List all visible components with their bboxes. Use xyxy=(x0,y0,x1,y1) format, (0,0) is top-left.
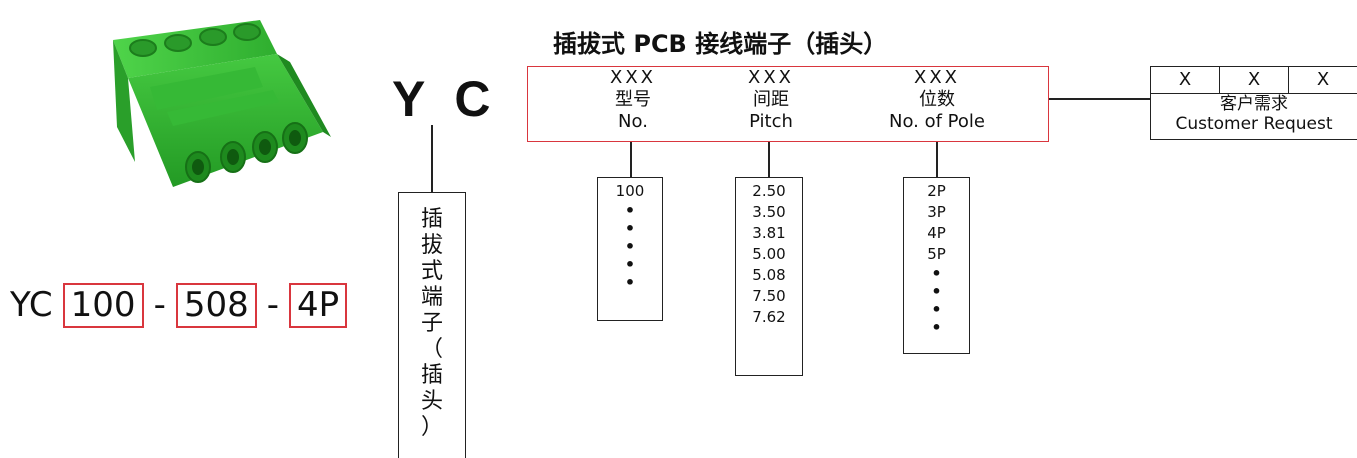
product-type-char: 子 xyxy=(420,311,443,336)
product-type-label: 插拔式端子（插头） xyxy=(399,207,465,441)
option-item: 5.00 xyxy=(752,245,786,263)
ellipsis-dot: • xyxy=(624,219,636,238)
ellipsis-dot: • xyxy=(931,264,942,283)
product-type-char: 端 xyxy=(420,285,443,310)
field-model: XXX 型号 No. xyxy=(583,67,683,133)
field-pitch-cn: 间距 xyxy=(753,89,789,110)
ellipsis-dot: • xyxy=(624,273,636,292)
customer-request-cn: 客户需求 xyxy=(1220,94,1288,114)
example-separator: - xyxy=(153,285,166,325)
connector-line xyxy=(768,142,770,177)
product-type-char: 式 xyxy=(420,259,443,284)
series-prefix: Y C xyxy=(392,71,499,127)
connector-line xyxy=(431,125,433,192)
ellipsis-dot: • xyxy=(931,300,942,319)
field-model-cn: 型号 xyxy=(615,89,651,110)
model-options-list: 100••••• xyxy=(597,177,663,321)
option-item: 5P xyxy=(927,245,946,263)
option-item: 5.08 xyxy=(752,266,786,284)
customer-code-row: X X X xyxy=(1151,67,1357,94)
product-type-char: 插 xyxy=(420,207,443,232)
field-poles-code: XXX xyxy=(914,67,960,88)
field-pitch: XXX 间距 Pitch xyxy=(721,67,821,133)
field-model-code: XXX xyxy=(610,67,656,88)
product-type-char: 插 xyxy=(420,363,443,388)
ellipsis-dot: • xyxy=(931,318,942,337)
example-separator: - xyxy=(266,285,280,325)
product-type-char: （ xyxy=(420,337,443,362)
connector-line xyxy=(1049,98,1150,100)
product-type-char: 头 xyxy=(420,389,443,414)
customer-request-box: X X X 客户需求 Customer Request xyxy=(1150,66,1357,140)
field-pitch-code: XXX xyxy=(748,67,794,88)
example-part-number: YC 100 - 508 - 4P xyxy=(8,280,355,330)
ellipsis-dot: • xyxy=(624,237,636,256)
option-item: 2.50 xyxy=(752,182,786,200)
option-item: 4P xyxy=(927,224,946,242)
pitch-options-list: 2.50 3.50 3.81 5.00 5.08 7.50 7.62 xyxy=(735,177,803,376)
ellipsis-dot: • xyxy=(931,282,942,301)
example-prefix: YC xyxy=(10,285,53,325)
ellipsis-dot: • xyxy=(624,201,636,220)
option-item: 3P xyxy=(927,203,946,221)
page-title: 插拔式 PCB 接线端子（插头） xyxy=(553,30,888,58)
code-fields-box: XXX 型号 No. XXX 间距 Pitch XXX 位数 No. of Po… xyxy=(527,66,1049,142)
option-item: 3.81 xyxy=(752,224,786,242)
option-item: 3.50 xyxy=(752,203,786,221)
example-segment-model: 100 xyxy=(62,282,144,328)
product-type-box: 插拔式端子（插头） xyxy=(398,192,466,458)
product-type-char: ） xyxy=(420,415,443,440)
customer-code-cell: X xyxy=(1220,67,1289,93)
field-model-en: No. xyxy=(618,111,648,132)
option-item: 100 xyxy=(615,182,645,200)
field-poles: XXX 位数 No. of Pole xyxy=(862,67,1012,133)
field-poles-en: No. of Pole xyxy=(889,111,985,132)
terminal-block-plug-icon xyxy=(113,20,331,187)
customer-code-cell: X xyxy=(1151,67,1220,93)
customer-request-en: Customer Request xyxy=(1175,114,1333,134)
product-type-char: 拔 xyxy=(420,233,443,258)
customer-code-cell: X xyxy=(1316,69,1330,90)
connector-line xyxy=(630,142,632,177)
connector-line xyxy=(936,142,938,177)
ellipsis-dot: • xyxy=(624,255,636,274)
example-segment-poles: 4P xyxy=(289,282,348,328)
field-poles-cn: 位数 xyxy=(919,89,955,110)
option-item: 7.50 xyxy=(752,287,786,305)
option-item: 7.62 xyxy=(752,308,786,326)
field-pitch-en: Pitch xyxy=(749,111,793,132)
option-item: 2P xyxy=(927,182,946,200)
example-segment-pitch: 508 xyxy=(175,282,257,328)
